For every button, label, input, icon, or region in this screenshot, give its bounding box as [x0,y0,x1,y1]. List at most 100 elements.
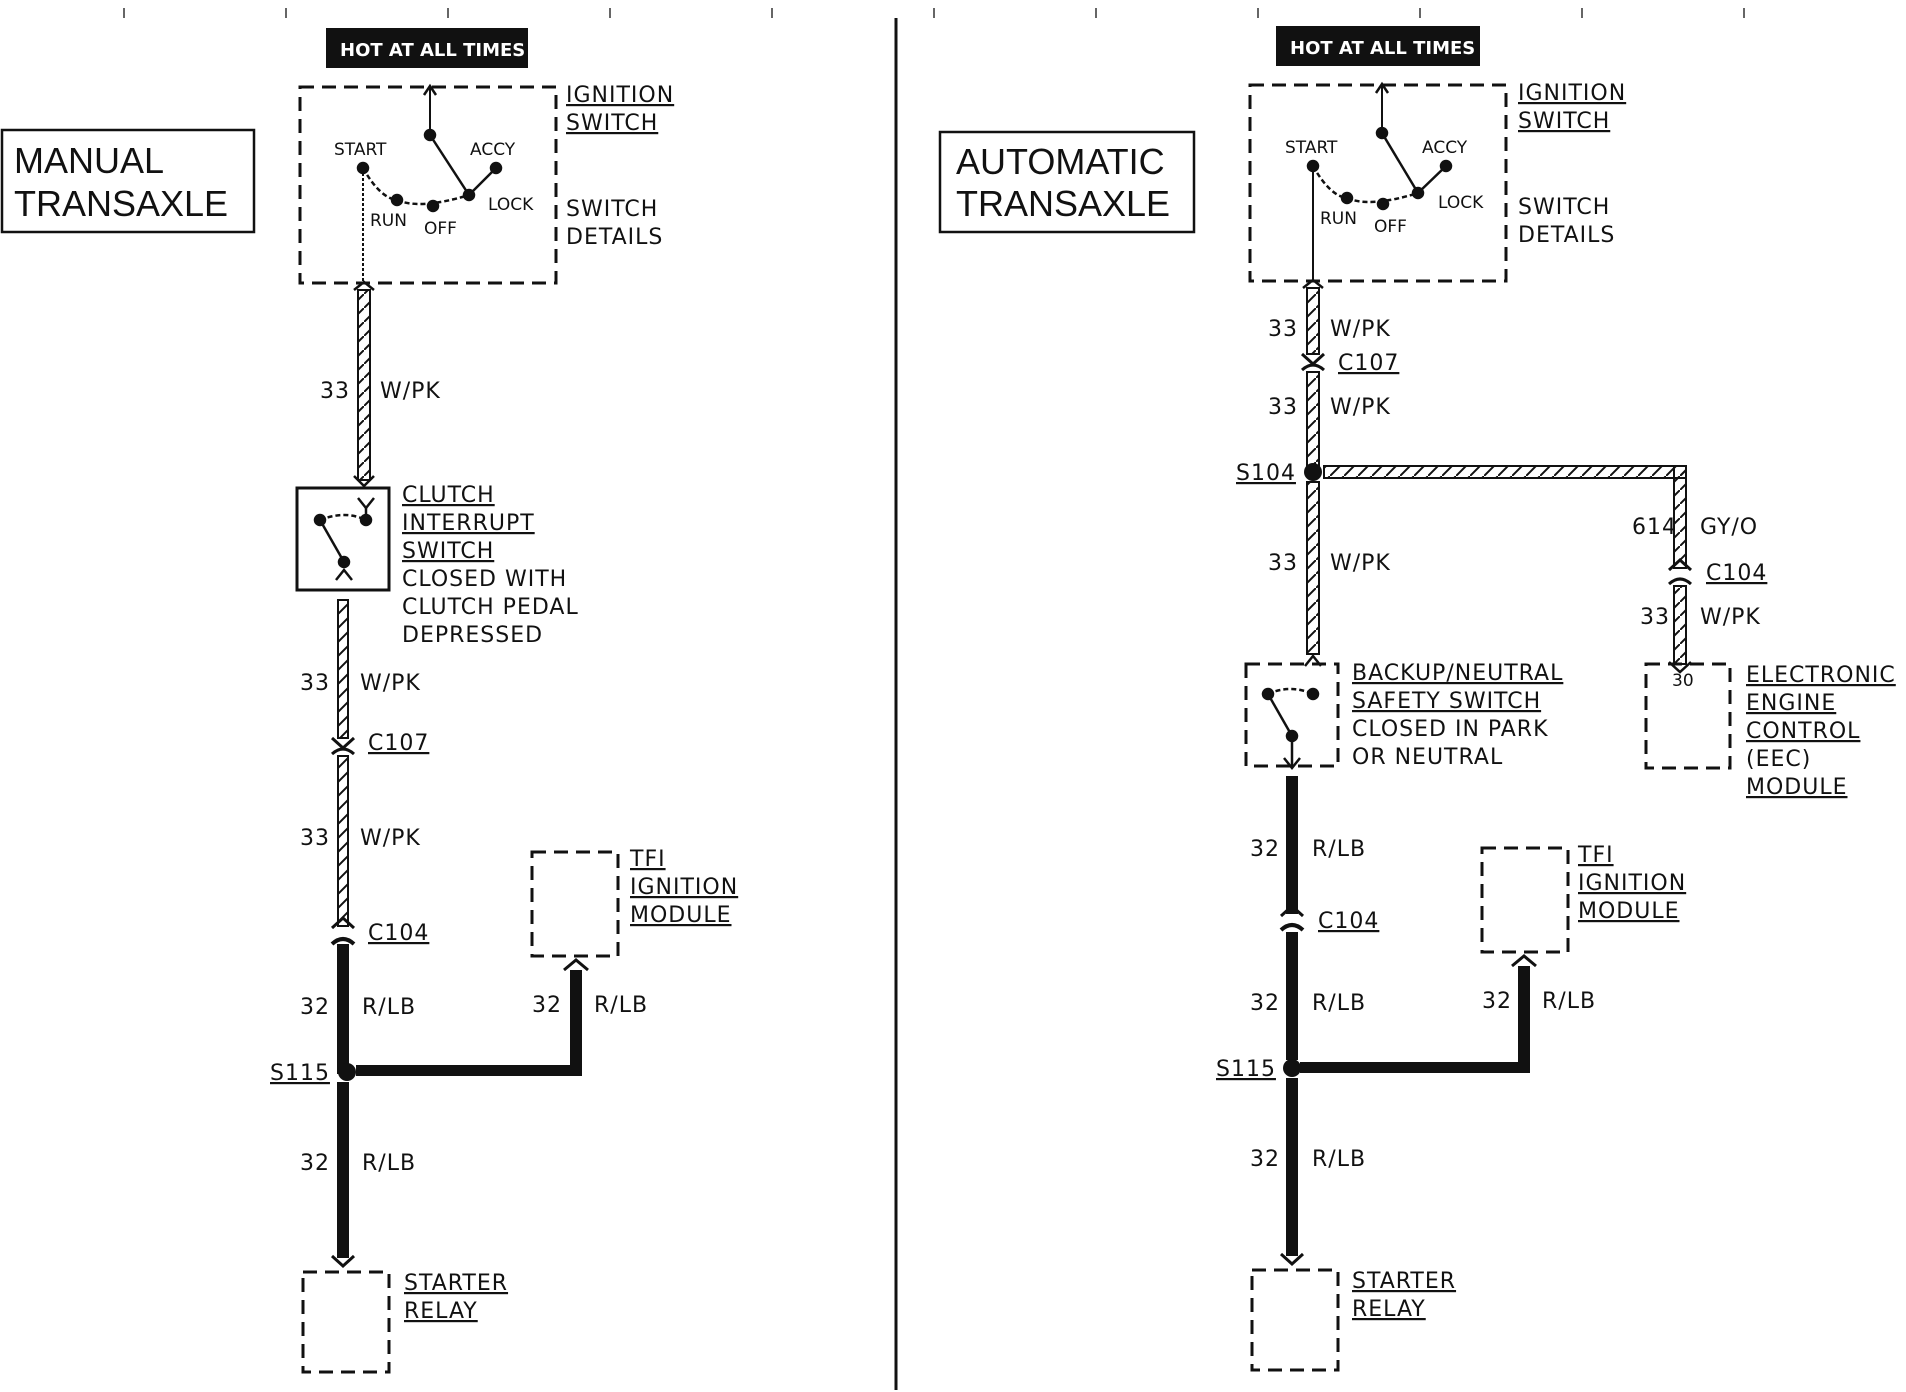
wire-rlb-segment [337,944,349,1074]
ign-run-label: RUN [370,211,407,231]
connector-c107-label: C107 [368,731,429,756]
starter-line2: RELAY [404,1299,478,1324]
eec-module-box [1644,662,1732,770]
clutch-interrupt-switch-box [295,486,391,592]
manual-transaxle-panel: MANUAL TRANSAXLE HOT AT ALL TIMES START … [0,28,738,1374]
splice-s104 [1304,463,1322,481]
wire-tfi-color: R/LB [1542,989,1596,1014]
wire-a-circuit: 33 [320,379,350,404]
switch-details-line1: SWITCH [1518,195,1610,220]
wire-b-circuit: 33 [300,671,330,696]
ignition-switch-box [298,85,558,285]
ign-lock-label: LOCK [1438,193,1484,213]
safety-line2: SAFETY SWITCH [1352,689,1541,714]
ign-accy-label: ACCY [470,140,516,160]
wire-d-color: R/LB [362,995,416,1020]
ign-start-label: START [1285,138,1338,158]
wire-rlb-vertical [1518,966,1530,1073]
wire-eec-b-color: W/PK [1700,605,1761,630]
wire-wpk-segment [1306,287,1320,355]
ign-off-label: OFF [1374,217,1407,237]
wire-d-circuit: 32 [300,995,330,1020]
backup-neutral-safety-switch-box [1244,662,1340,768]
wire-d-circuit: 32 [1250,837,1280,862]
wire-c-circuit: 33 [300,826,330,851]
connector-c104-label: C104 [1318,909,1379,934]
wire-tfi-circuit: 32 [532,993,562,1018]
wire-e-circuit: 32 [1250,991,1280,1016]
wire-rlb-horizontal [1300,1062,1530,1073]
safety-line3: CLOSED IN PARK [1352,717,1549,742]
clutch-switch-contacts [313,497,375,581]
safety-line1: BACKUP/NEUTRAL [1352,661,1563,686]
starter-line2: RELAY [1352,1297,1426,1322]
eec-line2: ENGINE [1746,691,1836,716]
switch-details-line1: SWITCH [566,197,658,222]
wire-wpk-segment [1673,585,1687,665]
starter-relay-box [1250,1268,1340,1372]
wire-wpk-segment [1306,371,1320,467]
automatic-title-box [938,130,1196,234]
wire-gyo-vertical [1673,465,1687,569]
switch-details-line2: DETAILS [566,225,663,250]
tfi-line3: MODULE [1578,899,1680,924]
wire-rlb-segment [337,1082,349,1258]
ignition-name-line1: IGNITION [566,83,674,108]
hot-label-box [326,28,528,68]
eec-line3: CONTROL [1746,719,1860,744]
wire-f-circuit: 32 [1250,1147,1280,1172]
ignition-switch-contacts [1306,81,1453,281]
starter-line1: STARTER [1352,1269,1456,1294]
ignition-name-line2: SWITCH [566,111,658,136]
ignition-name-line1: IGNITION [1518,81,1626,106]
wire-wpk-segment [1306,481,1320,655]
clutch-line1: CLUTCH [402,483,495,508]
wire-b-color: W/PK [1330,395,1391,420]
wire-e-color: R/LB [362,1151,416,1176]
ign-lock-label: LOCK [488,195,534,215]
wire-wpk-segment [357,289,371,481]
wire-b-circuit: 33 [1268,395,1298,420]
tfi-line2: IGNITION [1578,871,1686,896]
eec-line5: MODULE [1746,775,1848,800]
starter-relay-box [301,1270,391,1374]
tfi-line3: MODULE [630,903,732,928]
wire-rlb-segment [1286,932,1298,1060]
automatic-title-line1: AUTOMATIC [956,141,1165,182]
automatic-title-line2: TRANSAXLE [956,183,1170,224]
wire-rlb-vertical [570,970,582,1076]
wire-tfi-circuit: 32 [1482,989,1512,1014]
hot-label: HOT AT ALL TIMES [1290,38,1475,59]
hot-label: HOT AT ALL TIMES [340,40,525,61]
wire-rlb-horizontal [356,1065,582,1076]
tfi-ignition-module-box [1480,846,1570,954]
ign-off-label: OFF [424,219,457,239]
connector-c104-label: C104 [368,921,429,946]
tfi-line2: IGNITION [630,875,738,900]
clutch-line4: CLOSED WITH [402,567,567,592]
ignition-name-line2: SWITCH [1518,109,1610,134]
connector-c104-eec [1667,557,1693,586]
wire-c-color: W/PK [1330,551,1391,576]
hot-label-box [1276,26,1480,66]
wire-eec-b-circuit: 33 [1640,605,1670,630]
wire-tfi-color: R/LB [594,993,648,1018]
top-ticks [123,8,1745,18]
wire-a-circuit: 33 [1268,317,1298,342]
manual-title-line1: MANUAL [14,140,164,181]
wire-d-color: R/LB [1312,837,1366,862]
safety-line4: OR NEUTRAL [1352,745,1503,770]
splice-s115-label: S115 [1216,1057,1276,1082]
clutch-line5: CLUTCH PEDAL [402,595,579,620]
connector-c107-label: C107 [1338,351,1399,376]
ign-run-label: RUN [1320,209,1357,229]
ignition-switch-box [1248,83,1508,283]
tfi-line1: TFI [629,847,666,872]
manual-title-line2: TRANSAXLE [14,183,228,224]
wire-eec-a-circuit: 614 [1632,515,1677,540]
eec-line1: ELECTRONIC [1746,663,1896,688]
eec-line4: (EEC) [1746,747,1811,772]
switch-details-line2: DETAILS [1518,223,1615,248]
wire-wpk-segment [337,599,349,739]
wire-e-circuit: 32 [300,1151,330,1176]
